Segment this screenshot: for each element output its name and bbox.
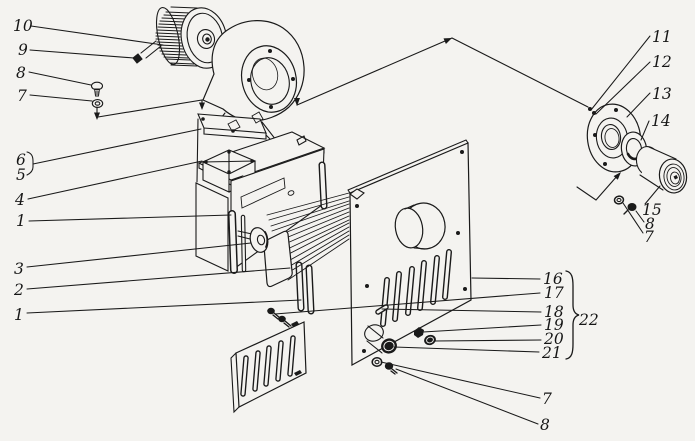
callout-5: 5	[16, 166, 26, 184]
panel-louvers	[375, 249, 452, 327]
callout-4: 4	[14, 191, 25, 209]
callout-6: 6	[16, 151, 26, 169]
callout-17: 17	[544, 284, 564, 302]
heater-element	[266, 192, 350, 281]
callout-1-lower: 1	[14, 306, 24, 324]
tie-rods	[228, 161, 328, 315]
long-v-leader	[294, 37, 589, 108]
callout-7-bottom: 7	[542, 390, 552, 408]
callout-9: 9	[18, 41, 28, 59]
shaft-hub	[237, 227, 269, 253]
set-screw-icon	[132, 40, 162, 64]
louver-cover	[230, 321, 307, 414]
callout-labels: 10 9 8 7 6 5 4 1 3 2 1 11 12 13 14 15 8 …	[13, 17, 672, 434]
callout-20: 20	[543, 330, 564, 348]
blower-housing	[202, 20, 305, 123]
callout-15: 15	[642, 201, 662, 219]
callout-22: 22	[578, 311, 599, 329]
leader-lines	[26, 25, 661, 425]
callout-14: 14	[651, 112, 671, 130]
assembly-arrows	[94, 99, 205, 120]
callout-3: 3	[14, 260, 24, 278]
panel-boss	[394, 202, 446, 250]
callout-8-right: 8	[645, 215, 655, 233]
flange-washer-screw-icon	[576, 172, 637, 215]
screw-and-washer-icon	[90, 81, 104, 108]
callout-19: 19	[544, 316, 564, 334]
nut-and-cap-icon	[414, 327, 436, 346]
roller	[635, 146, 688, 194]
callout-7-right: 7	[644, 228, 654, 246]
callout-8-left: 8	[16, 64, 26, 82]
callout-11: 11	[652, 28, 672, 46]
callout-2: 2	[13, 281, 24, 299]
callout-16: 16	[543, 270, 563, 288]
callout-13: 13	[652, 85, 672, 103]
callout-18: 18	[544, 303, 564, 321]
callout-12: 12	[652, 53, 672, 71]
grommet-icon	[364, 324, 397, 354]
callout-8-bottom: 8	[540, 416, 550, 434]
callout-10: 10	[13, 17, 33, 35]
callout-1-upper: 1	[16, 212, 26, 230]
callout-7-left: 7	[17, 87, 27, 105]
bottom-washer-screw-icon	[371, 357, 398, 375]
callout-21: 21	[541, 344, 562, 362]
cover-screws-icon	[267, 307, 292, 328]
